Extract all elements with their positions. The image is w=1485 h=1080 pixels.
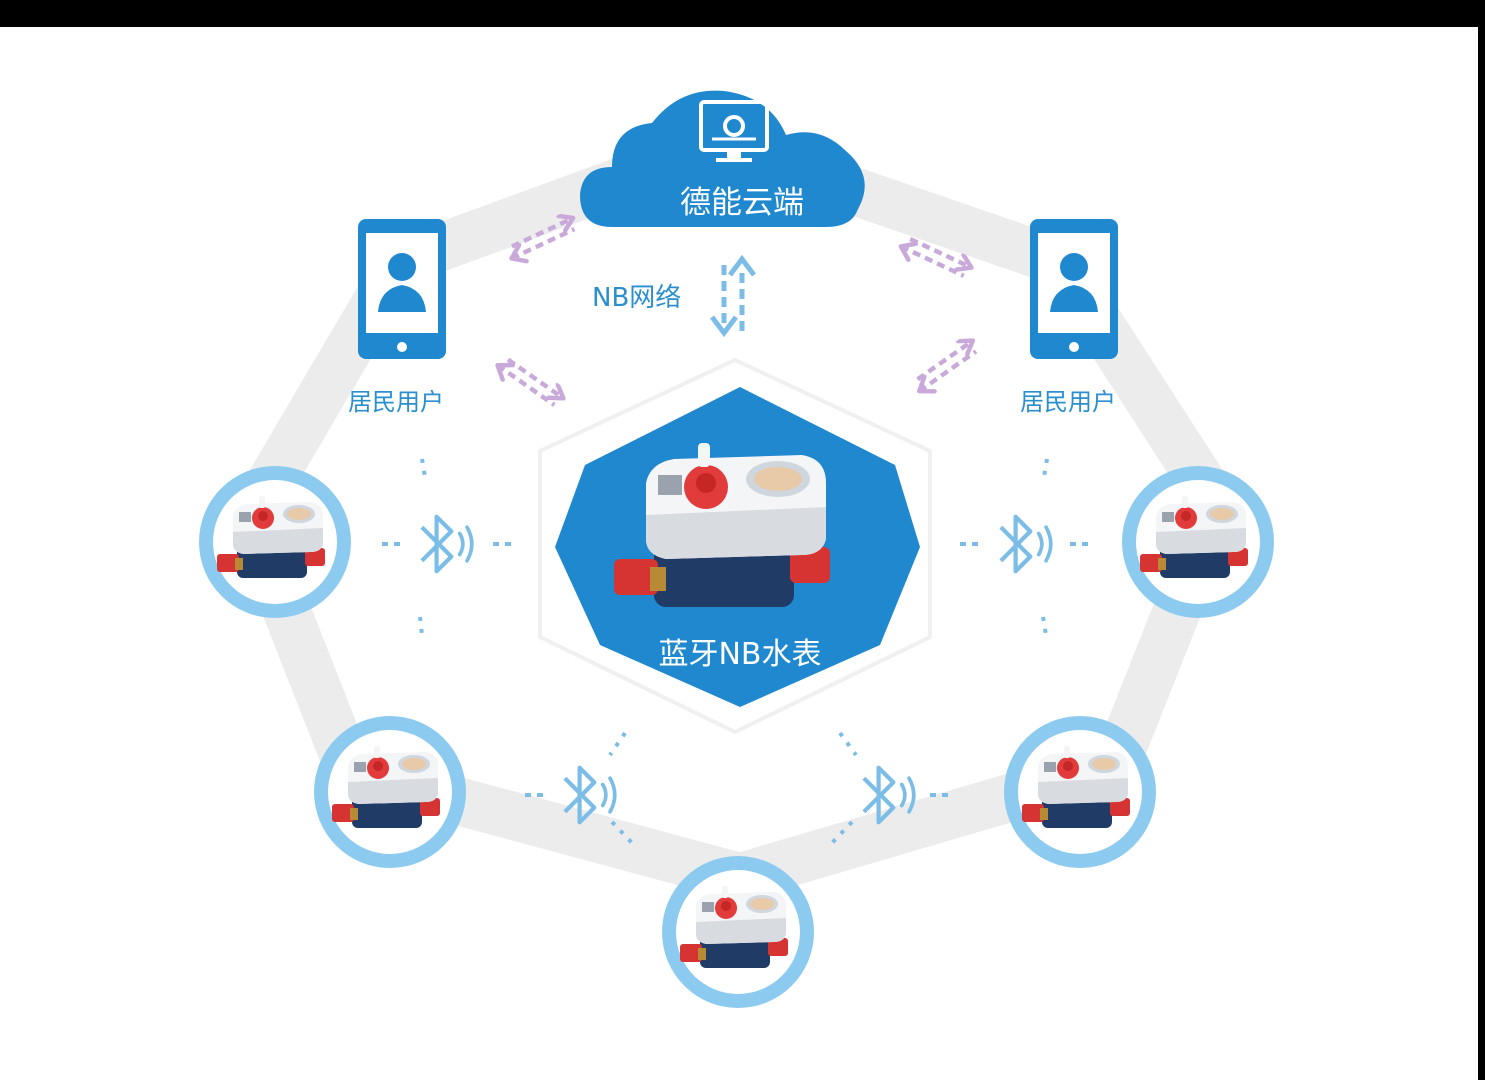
cloud-node xyxy=(580,90,865,227)
double-arrow-icon xyxy=(492,350,568,414)
bluetooth-link-bottom-right xyxy=(828,731,952,847)
bluetooth-icon xyxy=(1001,517,1051,572)
bluetooth-icon xyxy=(422,517,472,572)
diagram-canvas: 德能云端 NB网络 居民用户 居民用户 蓝牙NB水表 xyxy=(0,27,1478,1080)
phone-right-icon xyxy=(1030,219,1118,359)
phone-left-icon xyxy=(358,219,446,359)
double-arrow-icon xyxy=(909,334,985,398)
network-diagram xyxy=(199,90,1274,1008)
center-meter-label: 蓝牙NB水表 xyxy=(658,637,822,672)
nb-double-arrow-icon xyxy=(710,254,756,338)
nb-network-label: NB网络 xyxy=(592,283,682,313)
cloud-label: 德能云端 xyxy=(680,185,804,221)
bluetooth-link-left xyxy=(382,458,512,636)
meter-node-bottom-right xyxy=(1004,716,1156,868)
bluetooth-link-bottom-left xyxy=(525,731,636,847)
meter-node-right xyxy=(1122,466,1274,618)
meter-node-bottom xyxy=(662,856,814,1008)
bluetooth-link-right xyxy=(960,458,1092,636)
monitor-gear-icon xyxy=(699,100,769,162)
meter-node-left xyxy=(199,466,351,618)
user-right-label: 居民用户 xyxy=(1020,388,1116,416)
meter-node-bottom-left xyxy=(314,716,466,868)
user-left-label: 居民用户 xyxy=(348,388,444,416)
